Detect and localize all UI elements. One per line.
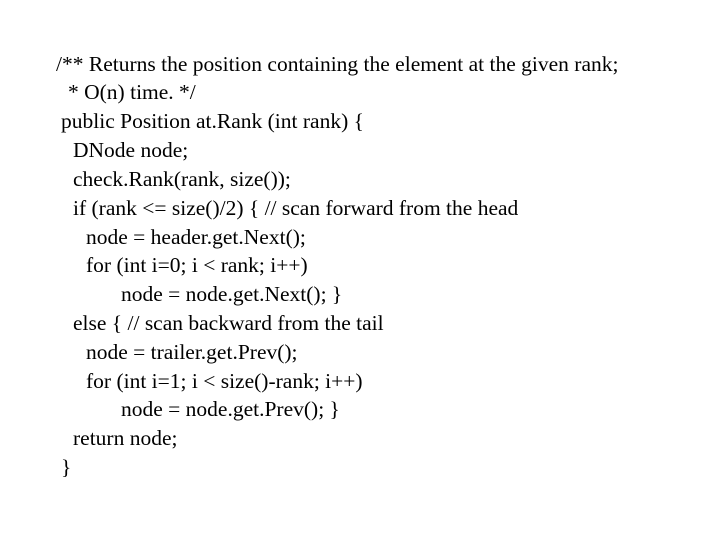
code-line-11: node = trailer.get.Prev(); [86, 340, 298, 364]
code-line-8: for (int i=0; i < rank; i++) [86, 253, 308, 277]
code-line-1: /** Returns the position containing the … [56, 52, 619, 76]
code-line-7: node = header.get.Next(); [86, 225, 306, 249]
code-line-9: node = node.get.Next(); } [121, 282, 343, 306]
code-line-15: } [61, 455, 72, 479]
code-line-13: node = node.get.Prev(); } [121, 397, 340, 421]
code-line-12: for (int i=1; i < size()-rank; i++) [86, 369, 363, 393]
code-line-4: DNode node; [73, 138, 189, 162]
code-line-5: check.Rank(rank, size()); [73, 167, 291, 191]
code-line-2: * O(n) time. */ [68, 80, 196, 104]
code-line-14: return node; [73, 426, 178, 450]
code-line-10: else { // scan backward from the tail [73, 311, 384, 335]
code-line-3: public Position at.Rank (int rank) { [61, 109, 364, 133]
code-line-6: if (rank <= size()/2) { // scan forward … [73, 196, 519, 220]
